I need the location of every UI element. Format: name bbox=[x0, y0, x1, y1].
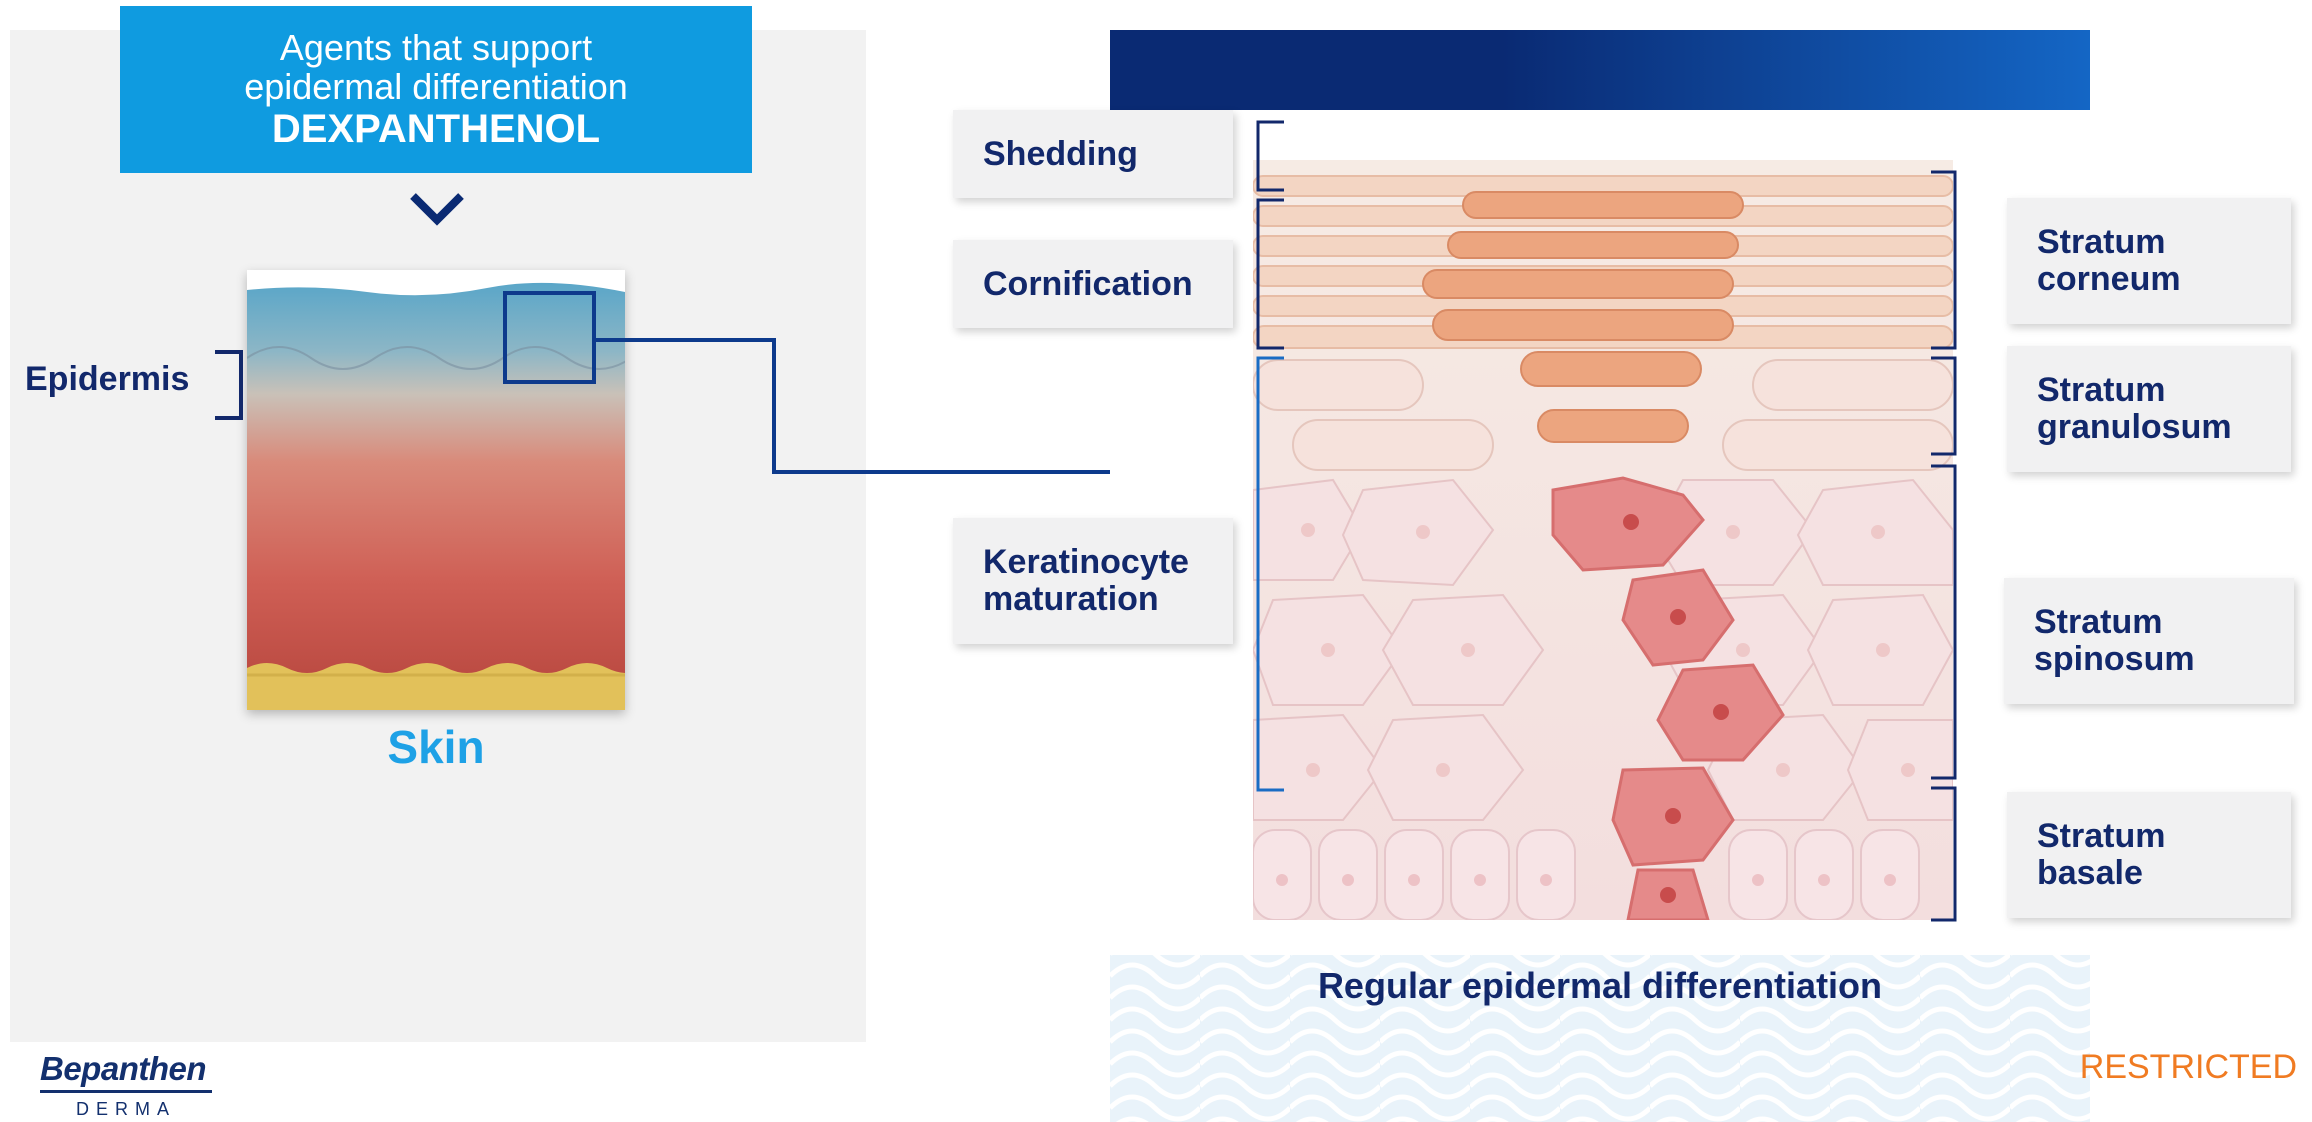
label-keratinocyte-line-1: Keratinocyte bbox=[983, 544, 1189, 581]
process-brackets bbox=[1252, 118, 1292, 928]
label-stratum-granulosum: Stratum granulosum bbox=[2007, 346, 2291, 472]
chevron-down-icon bbox=[407, 190, 467, 230]
stratum-granulosum-line-1: Stratum bbox=[2037, 372, 2165, 409]
stratum-basale-line-1: Stratum bbox=[2037, 818, 2165, 855]
label-keratinocyte-line-2: maturation bbox=[983, 581, 1159, 618]
brand-logo-sub: DERMA bbox=[40, 1099, 212, 1120]
brand-logo-underline bbox=[40, 1090, 212, 1093]
brand-logo-name: Bepanthen bbox=[40, 1050, 206, 1088]
agent-line-2: epidermal differentiation bbox=[120, 67, 752, 106]
agent-line-1: Agents that support bbox=[120, 28, 752, 67]
stratum-corneum-line-2: corneum bbox=[2037, 261, 2181, 298]
diagram-caption: Regular epidermal differentiation bbox=[1110, 965, 2090, 1007]
skin-label: Skin bbox=[247, 720, 625, 774]
stratum-spinosum-line-2: spinosum bbox=[2034, 641, 2195, 678]
epidermis-bracket bbox=[215, 350, 243, 420]
label-cornification: Cornification bbox=[953, 240, 1233, 328]
classification-label: RESTRICTED bbox=[2080, 1048, 2297, 1087]
label-stratum-basale: Stratum basale bbox=[2007, 792, 2291, 918]
label-shedding: Shedding bbox=[953, 110, 1233, 198]
stratum-spinosum-line-1: Stratum bbox=[2034, 604, 2162, 641]
strata-brackets bbox=[1925, 168, 1965, 928]
label-stratum-corneum: Stratum corneum bbox=[2007, 198, 2291, 324]
label-keratinocyte-maturation: Keratinocyte maturation bbox=[953, 518, 1233, 644]
stratum-basale-line-2: basale bbox=[2037, 855, 2143, 892]
panel-header-bar bbox=[1110, 30, 2090, 110]
stratum-granulosum-line-2: granulosum bbox=[2037, 409, 2232, 446]
label-stratum-spinosum: Stratum spinosum bbox=[2004, 578, 2294, 704]
epidermis-label: Epidermis bbox=[25, 360, 189, 399]
epidermis-cells-illustration bbox=[1253, 160, 1953, 920]
agent-title-box: Agents that support epidermal differenti… bbox=[120, 6, 752, 173]
agent-name: DEXPANTHENOL bbox=[120, 106, 752, 152]
stratum-corneum-line-1: Stratum bbox=[2037, 224, 2165, 261]
zoom-region-box bbox=[503, 291, 596, 384]
